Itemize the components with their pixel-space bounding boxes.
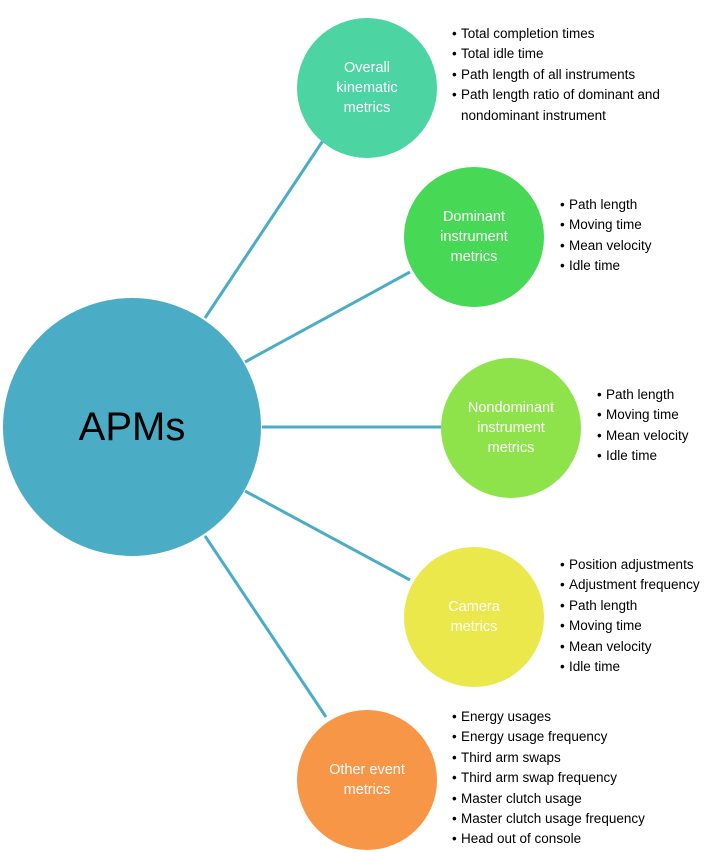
list-item: Total idle time — [452, 44, 692, 65]
connector-other — [203, 535, 328, 718]
list-item: Idle time — [597, 446, 705, 467]
list-item: Path length — [560, 195, 705, 216]
list-item: Energy usage frequency — [452, 727, 697, 748]
list-item: Path length — [597, 385, 705, 406]
list-item: Third arm swaps — [452, 748, 697, 769]
list-item: Mean velocity — [597, 426, 705, 447]
category-camera-label: Camera metrics — [448, 599, 500, 635]
category-dominant-circle: Dominant instrument metrics — [404, 167, 544, 307]
nondominant-metrics-list: Path length Moving time Mean velocity Id… — [597, 385, 705, 467]
list-item: Moving time — [560, 215, 705, 236]
list-item: Idle time — [560, 657, 708, 678]
list-item: Master clutch usage frequency — [452, 809, 697, 830]
list-item: Path length of all instruments — [452, 65, 692, 86]
category-other-label: Other event metrics — [329, 762, 405, 798]
connector-overall — [203, 135, 328, 319]
other-metrics-list: Energy usages Energy usage frequency Thi… — [452, 707, 697, 850]
list-item: Idle time — [560, 256, 705, 277]
list-item: Path length ratio of dominant and nondom… — [452, 85, 692, 126]
list-item: Adjustment frequency — [560, 575, 708, 596]
hub-label: APMs — [78, 404, 186, 449]
list-item: Mean velocity — [560, 637, 708, 658]
category-other-circle: Other event metrics — [297, 710, 437, 850]
category-dominant-label: Dominant instrument metrics — [440, 209, 508, 265]
category-overall-circle: Overall kinematic metrics — [297, 18, 437, 158]
dominant-metrics-list: Path length Moving time Mean velocity Id… — [560, 195, 705, 277]
list-item: Moving time — [597, 405, 705, 426]
list-item: Master clutch usage — [452, 789, 697, 810]
list-item: Energy usages — [452, 707, 697, 728]
connector-camera — [244, 489, 411, 582]
overall-metrics-list: Total completion times Total idle time P… — [452, 24, 692, 126]
connector-dominant — [244, 270, 411, 364]
list-item: Mean velocity — [560, 236, 705, 257]
category-nondominant-label: Nondominant instrument metrics — [467, 400, 555, 456]
category-nondominant-circle: Nondominant instrument metrics — [441, 358, 581, 498]
camera-metrics-list: Position adjustments Adjustment frequenc… — [560, 555, 708, 678]
category-camera-circle: Camera metrics — [404, 547, 544, 687]
hub-circle: APMs — [3, 298, 261, 556]
list-item: Total completion times — [452, 24, 692, 45]
category-overall-label: Overall kinematic metrics — [336, 60, 398, 116]
list-item: Path length — [560, 596, 708, 617]
list-item: Third arm swap frequency — [452, 768, 697, 789]
list-item: Head out of console — [452, 829, 697, 850]
list-item: Position adjustments — [560, 555, 708, 576]
list-item: Moving time — [560, 616, 708, 637]
